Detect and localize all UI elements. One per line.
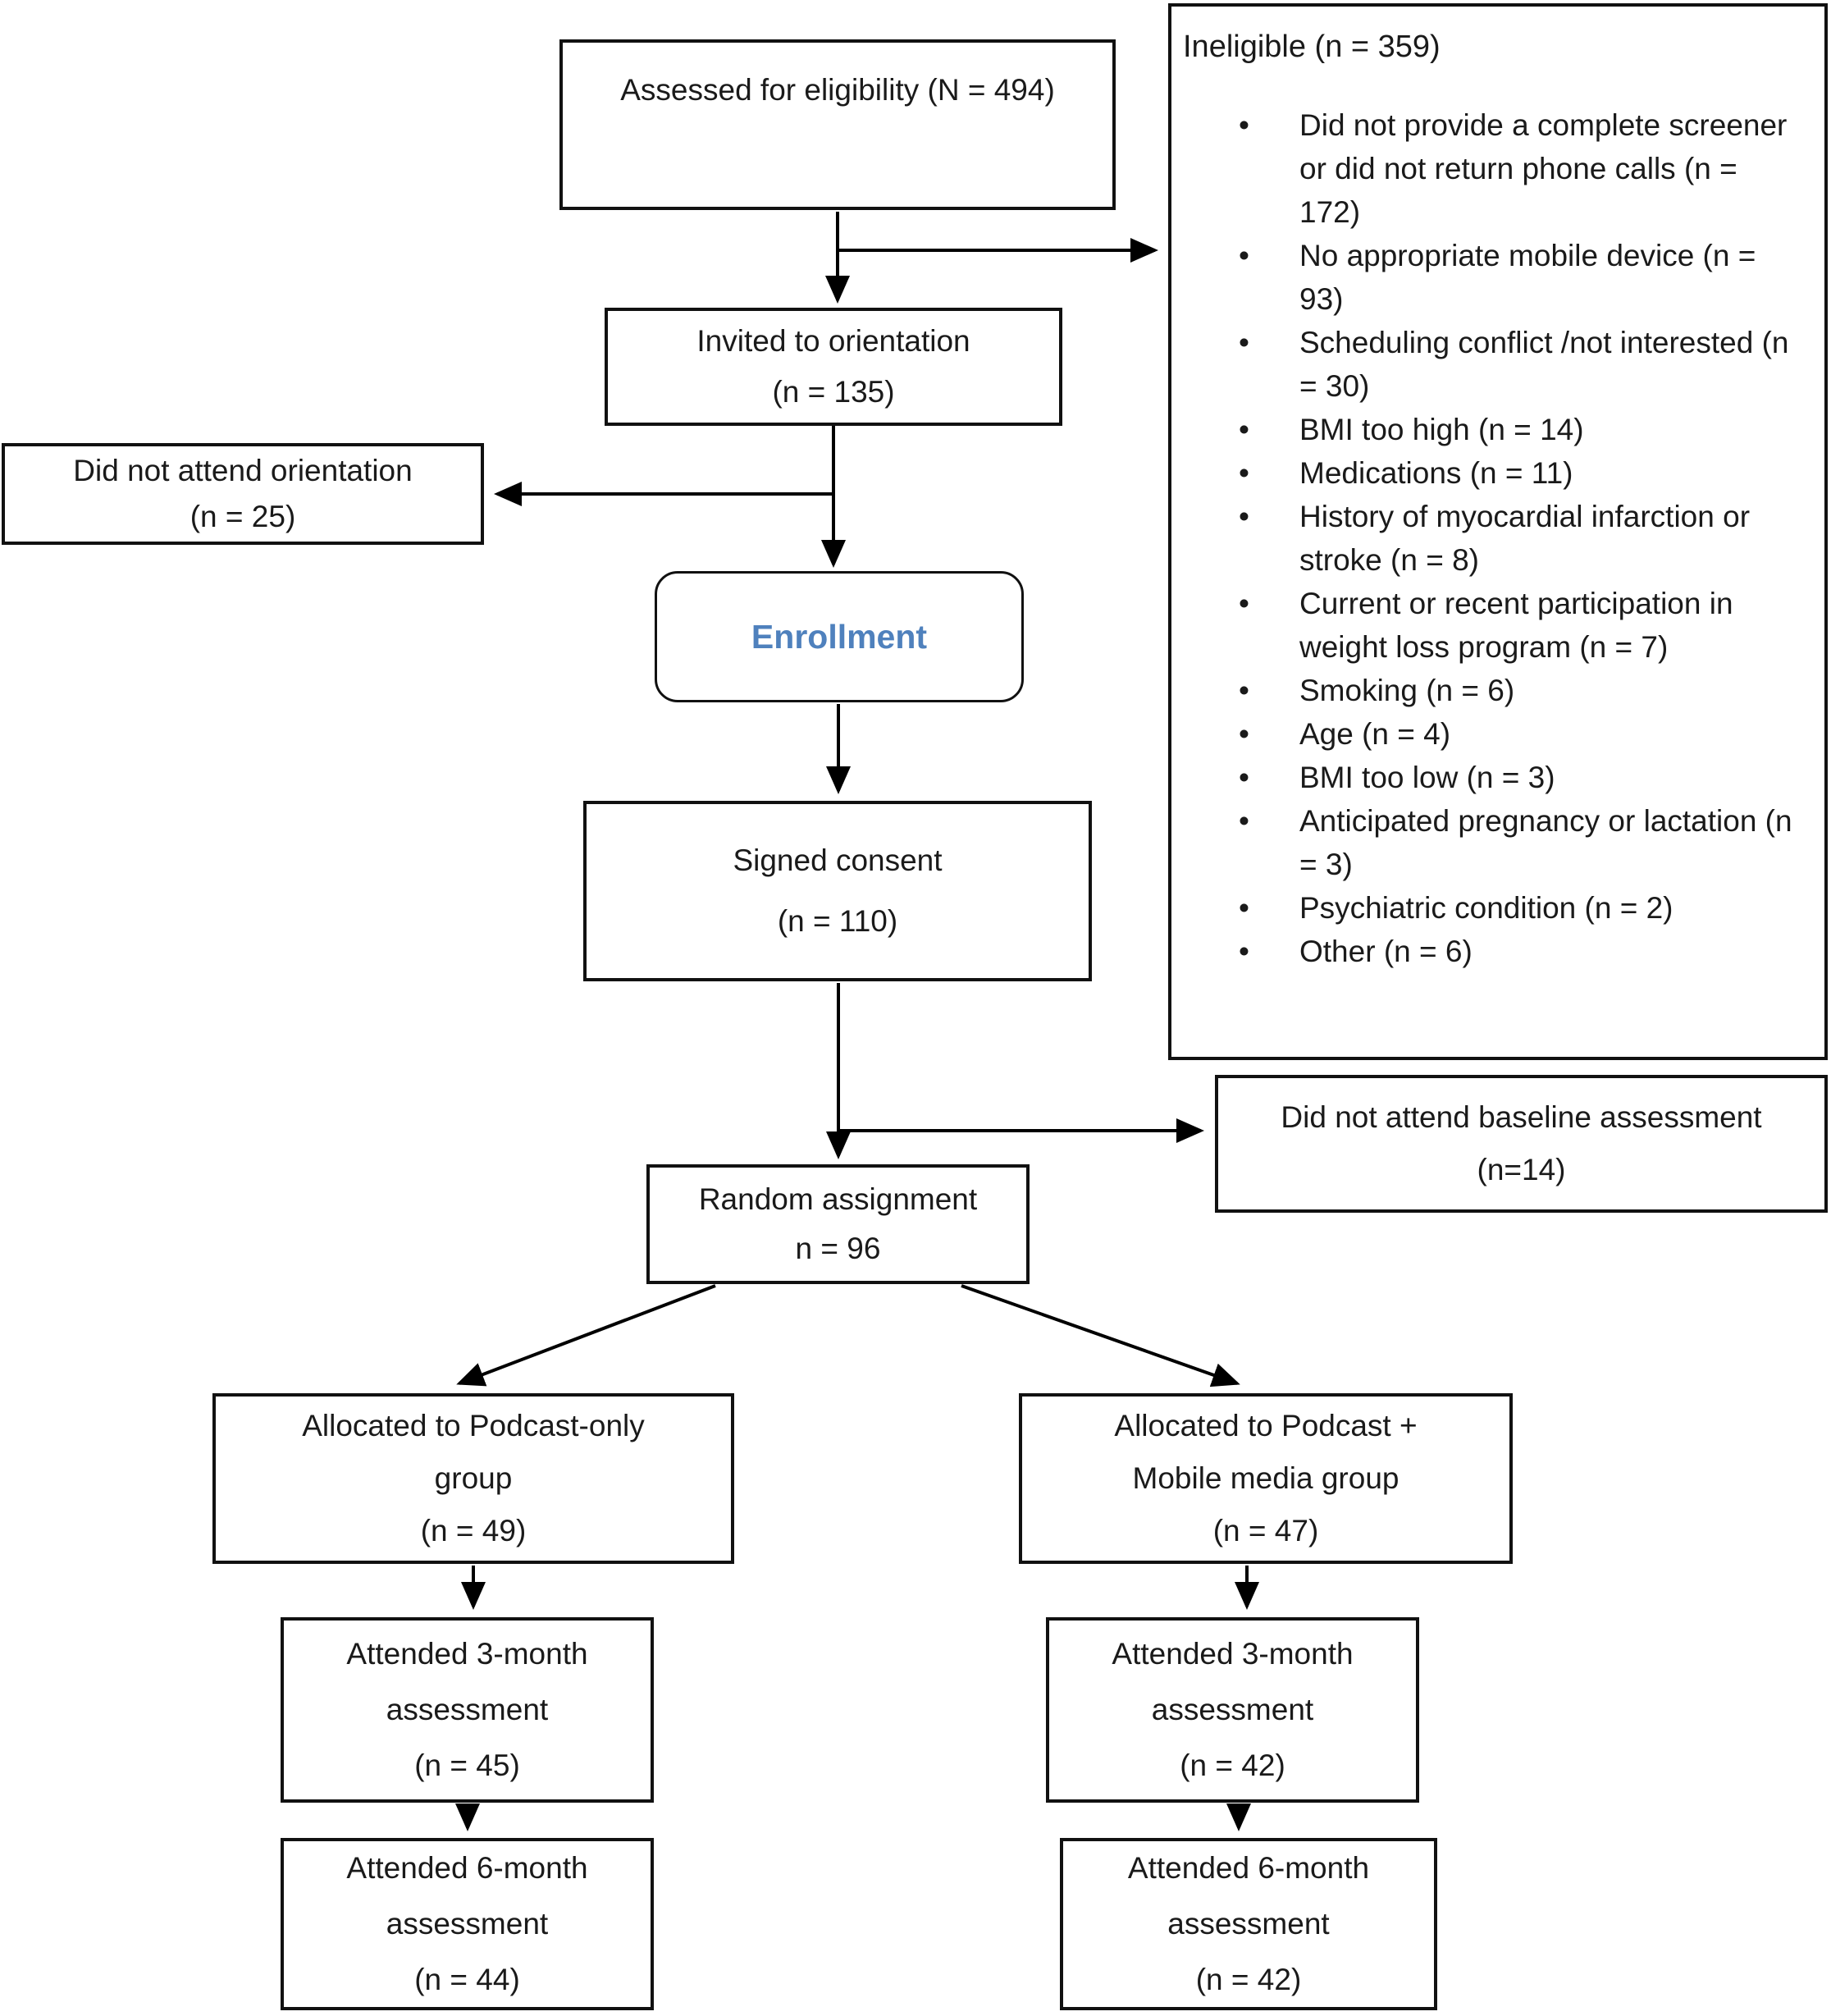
node-line: Attended 3-month [346, 1637, 588, 1671]
node-line: Signed consent [733, 843, 943, 877]
node-line: assessment [386, 1693, 549, 1726]
node-enrollment: Enrollment [655, 571, 1024, 702]
node-attended-6-month-podcast-mobile: Attended 6-month assessment (n = 42) [1060, 1838, 1437, 2010]
node-line: Allocated to Podcast-only [302, 1409, 645, 1442]
node-line: Enrollment [751, 618, 928, 656]
node-line: (n=14) [1477, 1153, 1566, 1186]
node-line: Did not attend baseline assessment [1281, 1100, 1762, 1134]
ineligible-reason-item: Current or recent participation in weigh… [1171, 582, 1824, 669]
ineligible-reason-item: No appropriate mobile device (n = 93) [1171, 234, 1824, 321]
node-line: Attended 6-month [1127, 1851, 1370, 1885]
ineligible-reason-item: Did not provide a complete screener or d… [1171, 103, 1824, 234]
node-line: (n = 110) [777, 904, 898, 938]
ineligible-reason-item: Age (n = 4) [1171, 712, 1824, 756]
ineligible-reason-item: History of myocardial infarction or stro… [1171, 495, 1824, 582]
node-signed-consent: Signed consent (n = 110) [583, 801, 1092, 981]
node-assessed-eligibility: Assessed for eligibility (N = 494) [559, 39, 1116, 210]
node-line: Attended 6-month [346, 1851, 588, 1885]
node-line: (n = 47) [1212, 1514, 1319, 1547]
node-invited-to-orientation: Invited to orientation (n = 135) [605, 308, 1062, 426]
node-line: assessment [1167, 1907, 1330, 1941]
node-line: assessment [1151, 1693, 1314, 1726]
node-line: (n = 135) [772, 375, 895, 409]
node-attended-6-month-podcast-only: Attended 6-month assessment (n = 44) [281, 1838, 654, 2010]
node-line: Mobile media group [1132, 1461, 1400, 1495]
ineligible-reason-item: BMI too low (n = 3) [1171, 756, 1824, 799]
node-random-assignment: Random assignment n = 96 [646, 1164, 1030, 1284]
node-line: group [434, 1461, 513, 1495]
node-ineligible: Ineligible (n = 359) Did not provide a c… [1168, 3, 1828, 1060]
node-line: assessment [386, 1907, 549, 1941]
ineligible-reason-item: Medications (n = 11) [1171, 451, 1824, 495]
node-line: (n = 49) [420, 1514, 527, 1547]
node-line: (n = 45) [414, 1749, 520, 1782]
node-line: n = 96 [795, 1232, 881, 1265]
ineligible-reason-item: Psychiatric condition (n = 2) [1171, 886, 1824, 930]
node-line: (n = 25) [189, 500, 296, 533]
ineligible-reason-item: Scheduling conflict /not interested (n =… [1171, 321, 1824, 408]
ineligible-reason-item: Anticipated pregnancy or lactation (n = … [1171, 799, 1824, 886]
node-attended-3-month-podcast-only: Attended 3-month assessment (n = 45) [281, 1617, 654, 1803]
ineligible-reason-item: BMI too high (n = 14) [1171, 408, 1824, 451]
connector-random-to-alloc-podcast [456, 1284, 716, 1387]
node-line: (n = 42) [1180, 1749, 1285, 1782]
node-did-not-attend-baseline: Did not attend baseline assessment (n=14… [1215, 1075, 1828, 1213]
node-line: Invited to orientation [696, 324, 970, 358]
node-line: Random assignment [698, 1182, 978, 1216]
node-did-not-attend-orientation: Did not attend orientation (n = 25) [2, 443, 484, 545]
ineligible-title: Ineligible (n = 359) [1183, 30, 1441, 64]
node-line: Assessed for eligibility (N = 494) [620, 73, 1055, 107]
node-line: (n = 44) [414, 1963, 520, 1996]
node-allocated-podcast-mobile: Allocated to Podcast + Mobile media grou… [1019, 1393, 1513, 1564]
node-line: Attended 3-month [1112, 1637, 1354, 1671]
node-line: Allocated to Podcast + [1114, 1409, 1418, 1442]
node-allocated-podcast-only: Allocated to Podcast-only group (n = 49) [212, 1393, 734, 1564]
node-line: Did not attend orientation [73, 454, 413, 487]
connector-random-to-alloc-podcast-mobile [961, 1284, 1240, 1387]
ineligible-reason-item: Smoking (n = 6) [1171, 669, 1824, 712]
ineligible-reason-item: Other (n = 6) [1171, 930, 1824, 973]
node-line: (n = 42) [1195, 1963, 1302, 1996]
ineligible-reasons-list: Did not provide a complete screener or d… [1171, 103, 1824, 973]
node-attended-3-month-podcast-mobile: Attended 3-month assessment (n = 42) [1046, 1617, 1419, 1803]
